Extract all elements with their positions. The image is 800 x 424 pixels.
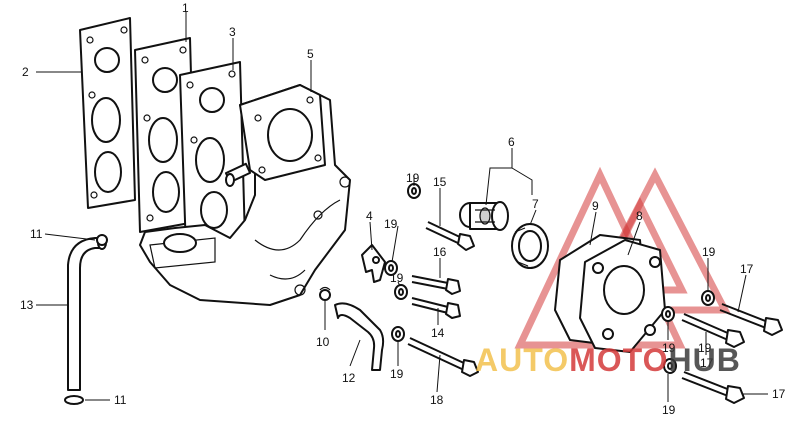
label-13: 13 <box>20 298 34 312</box>
label-10: 10 <box>316 335 330 349</box>
label-6: 6 <box>508 135 515 149</box>
label-15: 15 <box>433 175 447 189</box>
bolt-18 <box>407 337 479 377</box>
label-19-h: 19 <box>698 341 712 355</box>
label-19-f: 19 <box>662 341 676 355</box>
label-9: 9 <box>592 199 599 213</box>
label-19-d: 19 <box>390 367 404 381</box>
label-4: 4 <box>366 209 373 223</box>
bolt-15 <box>425 221 475 251</box>
bolt-16 <box>411 275 461 295</box>
bolt-14 <box>411 297 461 319</box>
label-3: 3 <box>229 25 236 39</box>
label-17-bottom: 17 <box>772 387 786 401</box>
washers-19-left <box>384 183 421 342</box>
bolt-17-middle <box>681 313 745 348</box>
svg-text:AUTOMOTOHUB: AUTOMOTOHUB <box>475 342 741 378</box>
bolt-17-bottom <box>681 371 745 404</box>
label-19-g: 19 <box>662 403 676 417</box>
label-16: 16 <box>433 245 447 259</box>
label-18: 18 <box>430 393 444 407</box>
label-19-b: 19 <box>384 217 398 231</box>
hose-13 <box>67 236 107 391</box>
label-19-c: 19 <box>390 271 404 285</box>
label-5: 5 <box>307 47 314 61</box>
label-7: 7 <box>532 197 539 211</box>
gasket-2 <box>79 17 136 209</box>
washers-19-right <box>661 290 715 374</box>
bolt-17-top <box>719 303 783 336</box>
thermostat-cover-8 <box>579 239 666 353</box>
label-14: 14 <box>431 326 445 340</box>
label-2: 2 <box>22 65 29 79</box>
watermark-brand-part3: HUB <box>668 342 740 378</box>
thermostat-seal-7 <box>511 223 549 269</box>
label-8: 8 <box>636 209 643 223</box>
hose-clip-11 <box>64 234 108 405</box>
intake-manifold-5 <box>139 84 351 306</box>
hose-12 <box>334 302 385 371</box>
watermark-brand-part2: MOTO <box>569 342 668 378</box>
hose-clip-10 <box>319 286 331 301</box>
label-17-top: 17 <box>740 262 754 276</box>
label-11-bottom: 11 <box>114 393 127 407</box>
label-11-top: 11 <box>30 227 43 241</box>
gasket-3 <box>179 61 246 251</box>
watermark-brand: AUTOMOTOHUB <box>475 342 741 378</box>
label-12: 12 <box>342 371 356 385</box>
stud-bolt <box>224 162 252 187</box>
part-number-labels: 1 2 3 4 5 6 7 8 9 10 11 11 12 13 14 15 1… <box>20 1 786 417</box>
thermostat-6 <box>459 201 509 231</box>
label-17-middle: 17 <box>700 356 714 370</box>
watermark-brand-part1: AUTO <box>475 342 569 378</box>
leader-lines <box>36 12 768 402</box>
label-19-e: 19 <box>702 245 716 259</box>
bracket-4 <box>361 244 386 283</box>
label-19-a: 19 <box>406 171 420 185</box>
label-1: 1 <box>182 1 189 15</box>
